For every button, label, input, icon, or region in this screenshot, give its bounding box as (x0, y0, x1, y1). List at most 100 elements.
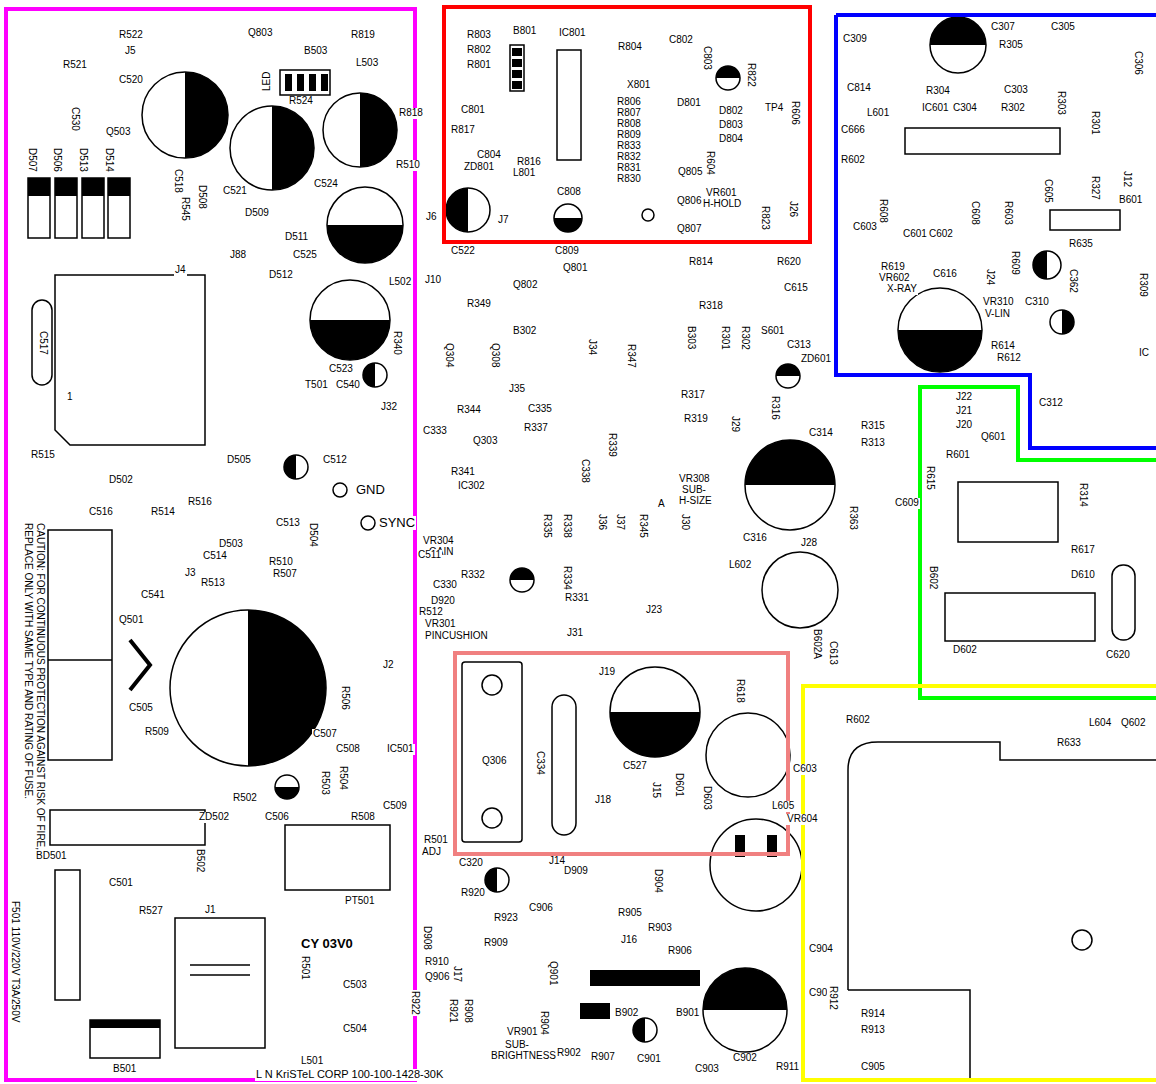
part-label: VR601 (705, 188, 738, 199)
coil-outline (958, 482, 1058, 542)
part-label: J3 (184, 568, 197, 579)
part-label: R635 (1068, 239, 1094, 250)
capacitor-outline (1033, 251, 1061, 279)
part-label: R331 (564, 593, 590, 604)
part-label: BD501 (35, 851, 68, 862)
capacitor-polarity (554, 218, 582, 232)
part-label: R602 (840, 155, 866, 166)
part-label: C603 (792, 764, 818, 775)
part-label: R501 (300, 955, 311, 981)
part-label: R315 (860, 421, 886, 432)
part-label: ADJ (421, 847, 442, 858)
part-label: D602 (952, 645, 978, 656)
part-label: R601 (945, 450, 971, 461)
part-label: C309 (842, 34, 868, 45)
part-label: R314 (1078, 482, 1089, 508)
part-label: J14 (548, 856, 566, 867)
part-label: R920 (460, 888, 486, 899)
capacitor-polarity (310, 320, 390, 360)
part-label: R344 (456, 405, 482, 416)
flyback-outline (848, 742, 1156, 990)
ic-outline (557, 50, 581, 160)
connector-pin (297, 74, 304, 91)
capacitor-polarity (485, 868, 497, 892)
part-label: R909 (483, 938, 509, 949)
part-label: R301 (720, 325, 731, 351)
part-label: D610 (1070, 570, 1096, 581)
part-label: C333 (422, 426, 448, 437)
part-label: D511 (284, 232, 309, 243)
part-label: R363 (848, 505, 859, 531)
region-outline (803, 686, 1156, 1080)
part-label: R806 (616, 97, 642, 108)
connector-line (190, 964, 250, 966)
part-label: IC501 (386, 744, 415, 755)
part-label: T501 (304, 380, 329, 391)
part-label: R302 (1000, 103, 1026, 114)
part-label: R818 (398, 108, 424, 119)
flyback-outline (848, 990, 970, 1080)
part-label: SUB- (504, 1040, 530, 1051)
part-label: R908 (463, 998, 474, 1024)
part-label: R910 (424, 957, 450, 968)
part-label: VR901 (506, 1027, 539, 1038)
part-label: Q601 (980, 432, 1006, 443)
part-label: J34 (587, 338, 598, 356)
part-label: C313 (786, 340, 812, 351)
part-label: X-RAY (886, 284, 918, 295)
part-label: ZD601 (800, 354, 832, 365)
part-label: R906 (667, 946, 693, 957)
part-label: J1 (204, 905, 217, 916)
part-label: R515 (30, 450, 56, 461)
part-label: R912 (828, 985, 839, 1011)
part-label: C504 (342, 1024, 368, 1035)
part-label: C904 (808, 944, 834, 955)
part-label: J31 (566, 628, 584, 639)
test-point (361, 516, 375, 530)
diode-outline (82, 178, 104, 238)
part-label: R903 (647, 923, 673, 934)
capacitor-outline (284, 455, 308, 479)
part-label: C605 (1043, 178, 1054, 204)
capacitor-polarity (610, 712, 700, 757)
part-label: R816 (516, 157, 542, 168)
part-label: LED (262, 71, 273, 92)
part-label: R341 (450, 467, 476, 478)
part-label: D502 (108, 475, 134, 486)
part-label: D802 (718, 106, 744, 117)
capacitor-outline (745, 440, 835, 530)
capacitor-outline (930, 17, 986, 73)
part-label: C803 (702, 45, 713, 71)
part-label: L605 (771, 801, 795, 812)
part-label: J5 (124, 46, 137, 57)
part-label: C312 (1038, 398, 1064, 409)
region-outline (836, 15, 1156, 448)
part-label: R332 (460, 570, 486, 581)
mounting-hole (482, 675, 502, 695)
part-label: R914 (860, 1009, 886, 1020)
fuse-outline (55, 870, 80, 1000)
part-label: ZD801 (463, 162, 495, 173)
part-label: C503 (342, 980, 368, 991)
part-label: ZD502 (198, 812, 230, 823)
part-label: A (657, 499, 666, 510)
part-label: C804 (476, 150, 502, 161)
part-label: F501 110V/220V T3A/250V (10, 900, 21, 1023)
part-label: C335 (527, 404, 553, 415)
capacitor-polarity (776, 364, 800, 376)
part-label: C330 (432, 580, 458, 591)
heatsink-outline (48, 530, 112, 760)
region-outline (920, 387, 1156, 698)
part-label: C902 (732, 1053, 758, 1064)
part-label: Q803 (247, 28, 273, 39)
part-label: J36 (597, 513, 608, 531)
capacitor-polarity (360, 93, 397, 167)
capacitor-outline (776, 364, 800, 388)
connector-pin (285, 74, 292, 91)
part-label: R619 (880, 262, 906, 273)
part-label: R808 (616, 119, 642, 130)
part-label: R921 (448, 998, 459, 1024)
part-label: C362 (1068, 268, 1079, 294)
part-label: C304 (952, 103, 978, 114)
